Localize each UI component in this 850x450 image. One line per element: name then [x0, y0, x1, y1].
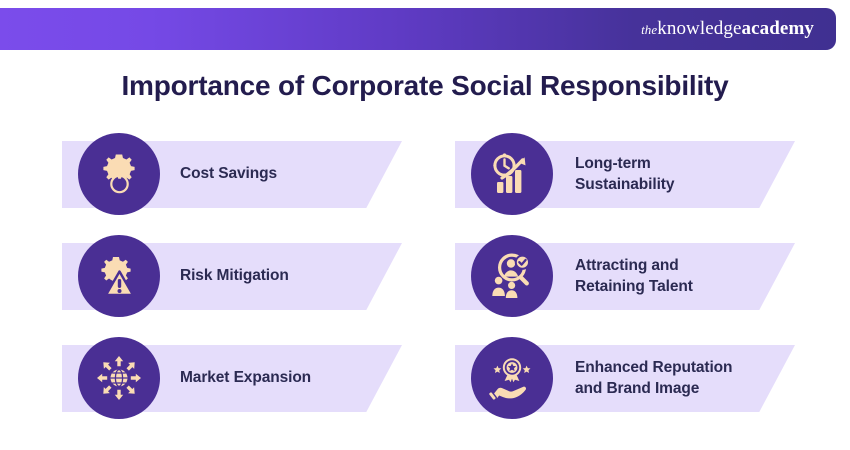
item-label: Enhanced Reputation and Brand Image — [575, 358, 733, 397]
badge-circle — [78, 133, 160, 215]
badge-circle — [78, 337, 160, 419]
logo-knowledge: knowledge — [657, 18, 742, 39]
gear-hand-coin-icon — [94, 149, 144, 199]
badge-circle — [471, 235, 553, 317]
magnifier-people-check-icon — [486, 250, 538, 302]
logo-academy: academy — [741, 18, 814, 39]
left-column: Cost Savings Risk Mitigation — [62, 133, 432, 447]
item-enhanced-reputation[interactable]: Enhanced Reputation and Brand Image — [455, 337, 825, 419]
item-attracting-retaining-talent[interactable]: Attracting and Retaining Talent — [455, 235, 825, 317]
globe-arrows-icon — [93, 352, 145, 404]
badge-circle — [78, 235, 160, 317]
item-cost-savings[interactable]: Cost Savings — [62, 133, 432, 215]
item-long-term-sustainability[interactable]: Long-term Sustainability — [455, 133, 825, 215]
item-risk-mitigation[interactable]: Risk Mitigation — [62, 235, 432, 317]
badge-circle — [471, 337, 553, 419]
item-label: Long-term Sustainability — [575, 154, 675, 193]
logo-the: the — [641, 22, 658, 37]
hand-award-badge-icon — [486, 352, 538, 404]
badge-circle — [471, 133, 553, 215]
item-label: Cost Savings — [180, 165, 277, 183]
item-label: Market Expansion — [180, 369, 312, 387]
clock-growth-chart-icon — [486, 148, 538, 200]
item-market-expansion[interactable]: Market Expansion — [62, 337, 432, 419]
item-label: Attracting and Retaining Talent — [575, 256, 693, 295]
gear-warning-icon — [94, 251, 144, 301]
item-label: Risk Mitigation — [180, 267, 289, 285]
right-column: Long-term Sustainability — [455, 133, 825, 447]
page-title: Importance of Corporate Social Responsib… — [121, 70, 729, 101]
